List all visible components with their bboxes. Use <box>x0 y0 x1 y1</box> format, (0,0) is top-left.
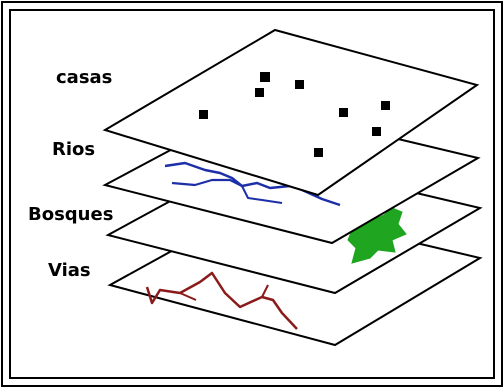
forest-patch <box>347 207 407 264</box>
road-line <box>145 271 298 330</box>
road-branch <box>179 292 197 301</box>
layer-label-vias: Vias <box>48 260 91 281</box>
layer-plane-casas <box>102 28 480 197</box>
river-branch <box>241 185 283 204</box>
house-marker <box>339 108 348 117</box>
inner-frame <box>9 9 495 379</box>
house-marker <box>199 110 208 119</box>
house-marker <box>255 88 264 97</box>
road-branch <box>261 284 269 298</box>
house-marker <box>295 80 304 89</box>
house-marker <box>381 101 390 110</box>
house-marker <box>372 127 381 136</box>
house-marker <box>314 148 323 157</box>
river-branch <box>171 178 243 187</box>
layer-label-bosques: Bosques <box>28 204 113 225</box>
layer-label-casas: casas <box>56 67 112 88</box>
layer-label-rios: Rios <box>52 139 95 160</box>
house-marker <box>260 72 270 82</box>
